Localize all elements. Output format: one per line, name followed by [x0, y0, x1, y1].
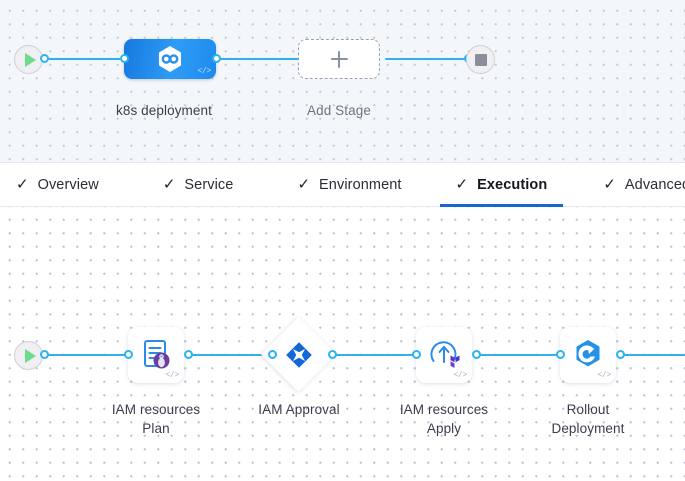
approval-clover-icon [285, 341, 312, 368]
step-label-iam-resources-apply-line1: IAM resources [399, 402, 489, 417]
tab-label: Execution [477, 176, 548, 193]
tab-environment[interactable]: ✓ Environment [281, 163, 417, 206]
edge-start-to-plan [44, 354, 132, 356]
tab-label: Overview [37, 176, 99, 193]
apply-input-connector-dot[interactable] [412, 350, 421, 359]
edge-k8s-to-add [216, 58, 302, 60]
execution-start-node[interactable] [14, 341, 43, 370]
approval-input-connector-dot[interactable] [268, 350, 277, 359]
stage-label-k8s-deployment: k8s deployment [116, 103, 212, 118]
code-tag-icon: </> [453, 371, 467, 380]
tab-execution[interactable]: ✓ Execution [439, 163, 564, 207]
stage-canvas[interactable]: </> k8s deployment Add Stage [0, 0, 685, 162]
check-icon: ✓ [162, 176, 176, 193]
stage-node-k8s-deployment[interactable]: </> [124, 39, 216, 79]
step-label-iam-resources-apply-line2: Apply [426, 421, 462, 436]
edge-add-to-end [385, 58, 468, 60]
code-tag-icon: </> [597, 371, 611, 380]
edge-rollout-onward [618, 354, 685, 356]
add-stage-label: Add Stage [307, 103, 371, 118]
execution-canvas[interactable]: </> IAM resources Plan IAM Approval [0, 207, 685, 481]
edge-plan-to-approval [188, 354, 276, 356]
k8s-output-connector-dot[interactable] [212, 54, 221, 63]
step-node-iam-resources-plan[interactable]: </> [128, 327, 184, 383]
step-label-iam-approval: IAM Approval [258, 402, 340, 417]
check-icon: ✓ [603, 176, 616, 193]
terraform-plan-icon [144, 340, 170, 369]
rollout-input-connector-dot[interactable] [556, 350, 565, 359]
approval-output-connector-dot[interactable] [328, 350, 337, 359]
plus-icon [330, 50, 348, 68]
tab-label: Service [184, 176, 234, 193]
code-tag-icon: </> [197, 67, 211, 76]
play-icon [24, 52, 36, 67]
step-label-rollout-deployment-line2: Deployment [551, 421, 625, 436]
apply-output-connector-dot[interactable] [472, 350, 481, 359]
check-icon: ✓ [297, 176, 311, 193]
k8s-input-connector-dot[interactable] [120, 54, 129, 63]
check-icon: ✓ [455, 176, 469, 193]
start-node-connector-dot[interactable] [40, 54, 49, 63]
plan-output-connector-dot[interactable] [184, 350, 193, 359]
harness-hexagon-icon [159, 46, 181, 72]
tab-label: Advanced [624, 176, 685, 193]
step-label-rollout-deployment-line1: Rollout [566, 402, 610, 417]
check-icon: ✓ [16, 176, 29, 193]
code-tag-icon: </> [165, 371, 179, 380]
tab-service[interactable]: ✓ Service [147, 163, 250, 206]
stage-tab-bar[interactable]: ✓ Overview ✓ Service ✓ Environment ✓ Exe… [0, 162, 685, 207]
step-label-iam-resources-plan-line1: IAM resources [111, 402, 201, 417]
execution-start-connector-dot[interactable] [40, 350, 49, 359]
terraform-apply-icon [430, 341, 460, 368]
edge-apply-to-rollout [474, 354, 562, 356]
play-icon [24, 348, 36, 363]
plan-input-connector-dot[interactable] [124, 350, 133, 359]
tab-label: Environment [319, 176, 402, 193]
start-node[interactable] [14, 45, 43, 74]
rollout-hexagon-icon [576, 340, 600, 367]
edge-start-to-k8s [44, 58, 129, 60]
rollout-output-connector-dot[interactable] [616, 350, 625, 359]
tab-advanced[interactable]: ✓ Advanced [587, 163, 685, 206]
add-stage-button[interactable] [298, 39, 380, 79]
stop-icon [474, 53, 487, 66]
step-node-iam-resources-apply[interactable]: </> [416, 327, 472, 383]
step-node-iam-approval-icon-wrap [272, 328, 325, 381]
tab-overview[interactable]: ✓ Overview [0, 163, 115, 206]
end-node[interactable] [466, 45, 495, 74]
step-label-iam-resources-plan-line2: Plan [142, 421, 170, 436]
edge-approval-to-apply [330, 354, 418, 356]
step-node-rollout-deployment[interactable]: </> [560, 327, 616, 383]
